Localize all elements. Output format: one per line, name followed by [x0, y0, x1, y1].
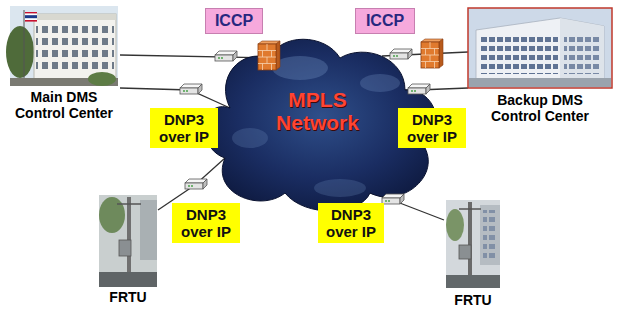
node-label: Main DMS Control Center	[8, 89, 120, 121]
protocol-tag: ICCP	[355, 8, 415, 34]
node-label: FRTU	[98, 289, 158, 305]
protocol-tag: DNP3 over IP	[172, 203, 240, 243]
frtu-photo	[446, 200, 500, 288]
field-terminal: FRTU	[444, 200, 502, 308]
node-label: DNP3 over IP	[401, 111, 463, 145]
frtu-photo	[99, 195, 157, 287]
control-center: Backup DMS Control Center	[468, 8, 612, 124]
node-label: DNP3 over IP	[321, 206, 381, 240]
node-label: FRTU	[444, 292, 502, 308]
network-link	[120, 55, 270, 58]
protocol-tag: DNP3 over IP	[398, 108, 466, 148]
protocol-tag: ICCP	[205, 8, 263, 34]
node-label: Backup DMS Control Center	[478, 92, 602, 124]
network-link	[120, 88, 230, 108]
node-label: DNP3 over IP	[175, 206, 237, 240]
protocol-tag: DNP3 over IP	[318, 203, 384, 243]
control-center: Main DMS Control Center	[8, 5, 120, 121]
firewall-icon	[258, 39, 443, 70]
node-label: ICCP	[366, 12, 404, 30]
backup-building-photo	[468, 8, 612, 88]
main-building-photo	[6, 6, 118, 86]
node-label: MPLS Network	[268, 88, 368, 134]
protocol-tag: DNP3 over IP	[150, 108, 218, 148]
node-label: ICCP	[215, 12, 253, 30]
node-label: DNP3 over IP	[153, 111, 215, 145]
field-terminal: FRTU	[98, 195, 158, 305]
